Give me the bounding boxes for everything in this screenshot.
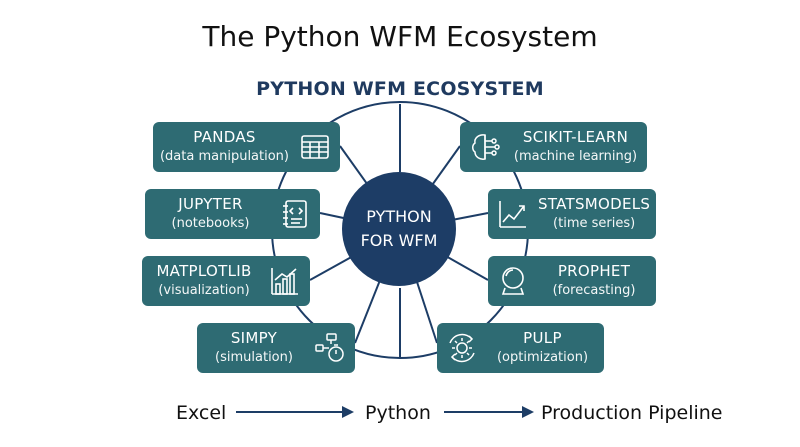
node-name: PROPHET [557,262,631,280]
node-desc: (data manipulation) [159,149,289,164]
node-scikit-learn: SCIKIT-LEARN (machine learning) [460,122,647,172]
node-desc: (notebooks) [171,216,250,231]
flow-step-excel: Excel [176,402,227,424]
line-chart-icon [499,201,526,228]
node-name: JUPYTER [178,195,243,213]
center-line-2: FOR WFM [360,231,438,250]
node-desc: (visualization) [158,283,250,298]
flow-stopwatch-icon [315,333,344,362]
node-matplotlib: MATPLOTLIB (visualization) [142,256,310,306]
arrow-right-icon [236,406,354,418]
node-simpy: SIMPY (simulation) [197,323,355,373]
center-line-1: PYTHON [366,207,432,226]
diagram-subtitle: PYTHON WFM ECOSYSTEM [256,78,544,100]
node-desc: (time series) [553,216,636,231]
node-name: MATPLOTLIB [156,262,252,280]
gear-cycle-icon [449,333,475,363]
node-name: PULP [523,329,562,347]
arrow-right-icon [444,406,534,418]
node-name: SCIKIT-LEARN [522,128,629,146]
node-desc: (forecasting) [552,283,636,298]
flow-step-python: Python [365,402,431,424]
node-name: STATSMODELS [538,195,651,213]
node-name: PANDAS [193,128,256,146]
node-prophet: PROPHET (forecasting) [488,256,656,306]
table-icon [301,135,329,159]
node-name: SIMPY [230,329,278,347]
node-pulp: PULP (optimization) [437,323,604,373]
node-jupyter: JUPYTER (notebooks) [145,189,320,239]
flow-step-production-pipeline: Production Pipeline [541,402,723,424]
notebook-icon [283,200,307,228]
crystal-ball-icon [501,267,525,295]
node-desc: (optimization) [496,350,589,365]
center-hub: PYTHON FOR WFM [342,172,456,286]
node-desc: (machine learning) [513,149,638,164]
node-desc: (simulation) [215,350,293,365]
brain-circuit-icon [472,134,500,160]
node-statsmodels: STATSMODELS (time series) [488,189,656,239]
bar-chart-icon [271,268,298,295]
node-pandas: PANDAS (data manipulation) [153,122,340,172]
page-title: The Python WFM Ecosystem [202,20,598,53]
